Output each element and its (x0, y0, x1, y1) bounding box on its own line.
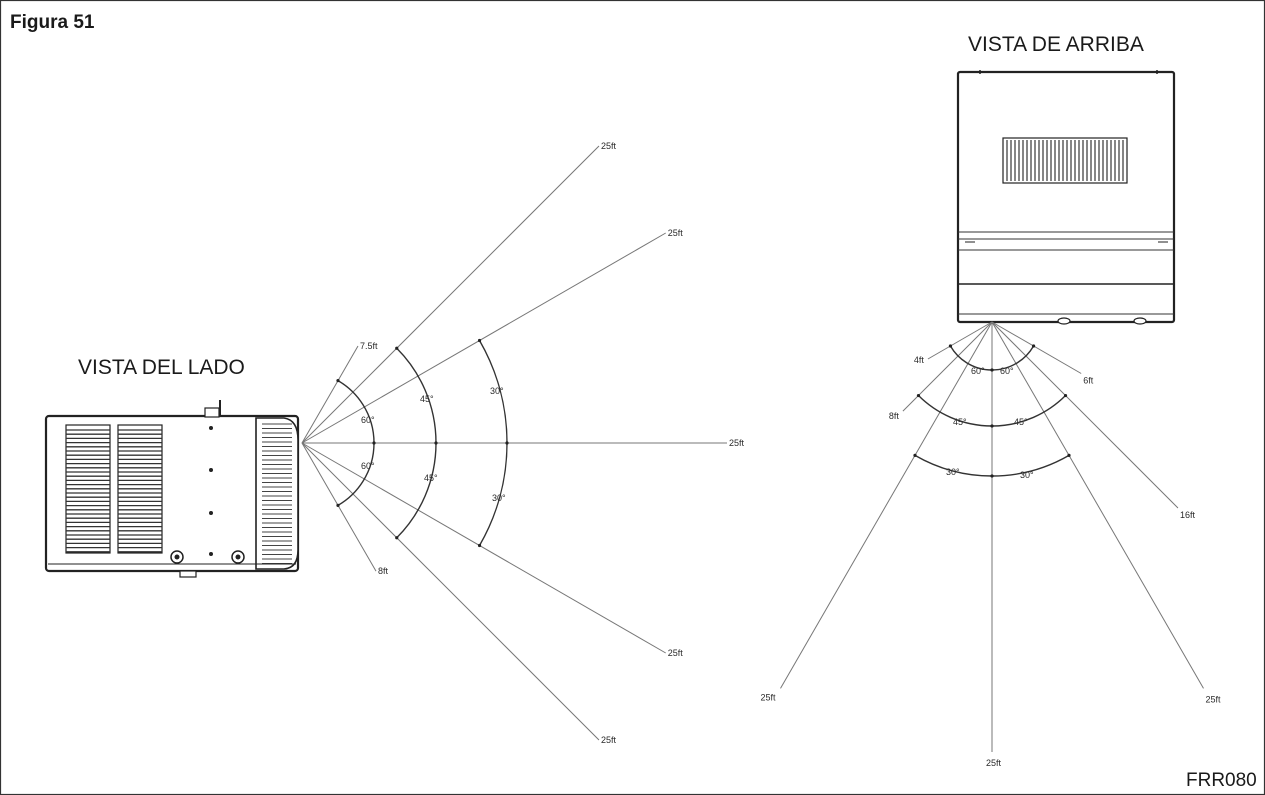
top-ray-length-label: 4ft (914, 355, 925, 365)
top-angle-label: 45° (953, 417, 967, 427)
top-arc-tick (916, 393, 921, 398)
side-ray-length-label: 25ft (601, 735, 617, 745)
side-arc-tick (336, 379, 340, 383)
top-ray (991, 321, 1179, 509)
top-view-title: VISTA DE ARRIBA (968, 33, 1144, 56)
side-ray-length-label: 25ft (729, 438, 745, 448)
side-arc-tick (336, 503, 340, 507)
top-angle-label: 60° (971, 366, 985, 376)
top-angle-label: 30° (1020, 470, 1034, 480)
side-ray (301, 442, 377, 572)
top-ray-length-label: 25ft (761, 692, 777, 702)
side-ray-length-label: 7.5ft (360, 341, 378, 351)
side-angle-label: 60° (361, 461, 375, 471)
side-ray (301, 232, 666, 444)
side-view-title: VISTA DEL LADO (78, 356, 245, 379)
side-arc-tick (477, 338, 482, 343)
top-arc-tick (1063, 393, 1068, 398)
side-arc-tick (395, 346, 399, 350)
top-arc-tick (948, 344, 953, 348)
side-ray-length-label: 25ft (601, 141, 617, 151)
top-ray-length-label: 25ft (986, 758, 1002, 768)
side-ray-length-label: 8ft (378, 566, 389, 576)
side-arc-tick (434, 441, 438, 445)
top-view: VISTA DE ARRIBA 60° 60° 45° 45° 30° 30° 4ft 8f… (761, 33, 1222, 768)
side-ray-length-label: 25ft (668, 648, 684, 658)
side-angle-label: 30° (492, 493, 506, 503)
top-view-unit-illustration (956, 70, 1176, 325)
side-ray (301, 442, 666, 654)
top-ray (927, 321, 993, 360)
top-ray-length-label: 16ft (1180, 510, 1196, 520)
side-ray (301, 145, 600, 444)
top-angle-label: 60° (1000, 366, 1014, 376)
top-arc-tick (1067, 453, 1071, 457)
top-arc-tick (1031, 344, 1036, 348)
figure-label: Figura 51 (10, 12, 95, 33)
side-angle-label: 45° (420, 394, 434, 404)
top-angle-label: 30° (946, 467, 960, 477)
side-view: VISTA DEL LADO (44, 141, 745, 745)
top-ray (991, 321, 1082, 374)
side-angle-label: 45° (424, 473, 438, 483)
side-angle-label: 30° (490, 386, 504, 396)
side-ray-length-label: 25ft (668, 228, 684, 238)
top-ray-length-label: 6ft (1083, 376, 1094, 386)
side-arc-tick (395, 536, 399, 540)
side-angle-label: 60° (361, 415, 375, 425)
side-view-unit-illustration (44, 400, 300, 578)
top-ray (780, 321, 993, 689)
figure-code: FRR080 (1186, 770, 1257, 791)
side-arc-tick (372, 441, 376, 445)
top-arc-tick (990, 474, 994, 478)
top-ray (991, 321, 1204, 689)
side-ray (301, 345, 359, 444)
top-arc-tick (990, 424, 994, 428)
side-arc-tick (477, 543, 482, 548)
top-arc-tick (990, 368, 994, 372)
top-arc-tick (913, 453, 917, 457)
top-angle-label: 45° (1014, 417, 1028, 427)
top-ray-length-label: 8ft (889, 411, 900, 421)
side-ray (301, 442, 600, 741)
top-ray-length-label: 25ft (1206, 694, 1222, 704)
side-arc-tick (505, 441, 509, 445)
